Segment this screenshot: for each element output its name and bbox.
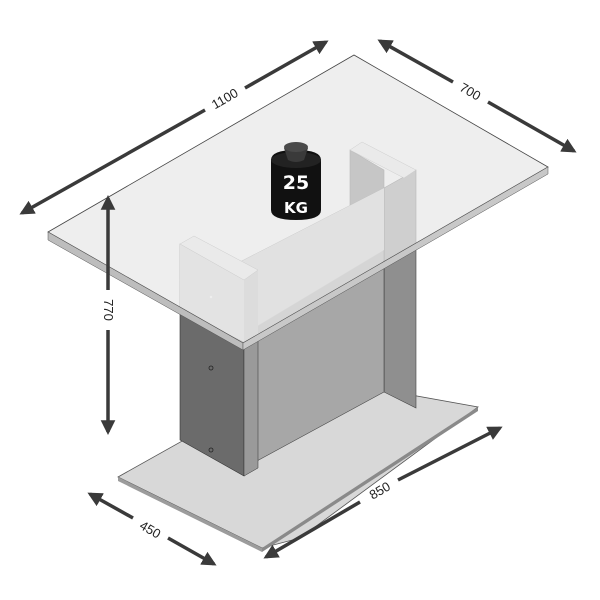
dimension-height: 770 [100,195,116,435]
dimension-label-700: 700 [457,80,483,104]
dimension-label-1100: 1100 [209,85,241,112]
weight-value: 25 [283,172,309,194]
base-plate [117,374,479,552]
dimension-label-450: 450 [137,518,163,542]
dimension-label-770: 770 [101,299,116,321]
weight-unit: KG [284,199,308,217]
weight-load-icon: 25 KG [271,142,321,220]
